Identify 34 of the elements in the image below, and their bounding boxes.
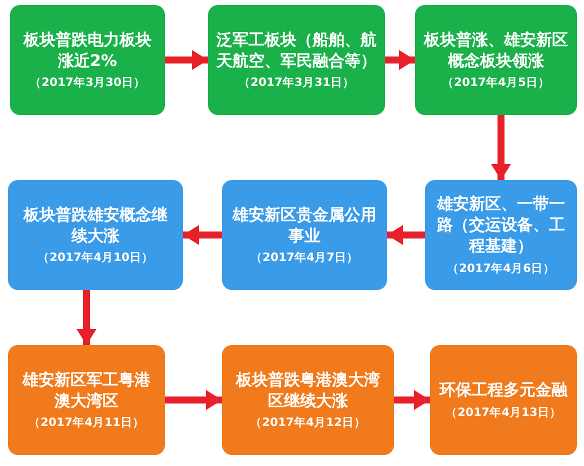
arrow [76,290,96,345]
step-box [430,345,577,455]
step-title: 板块普跌电力板块涨近2% [22,30,152,72]
step-box [10,5,165,115]
date-text: （2017年4月5日） [442,75,550,90]
date-text: （2017年4月6日） [446,260,555,276]
arrow [387,225,425,245]
arrow [385,50,415,70]
date-text: （2017年4月7日） [250,250,358,266]
step-box [415,5,577,115]
arrow [183,225,222,245]
step-box [8,180,183,290]
step-title: 雄安新区贵金属公用事业 [231,204,378,246]
step-title: 泛军工板块（船舶、航天航空、军民融合等） [216,30,377,72]
step-title: 雄安新区、一带一路（交运设备、工程基建） [436,194,566,257]
date-text: （2017年4月10日） [37,250,154,266]
step-title: 雄安新区军工粤港澳大湾区 [21,370,152,412]
step-box [222,345,394,455]
step-title: 板块普跌粤港澳大湾区继续大涨 [234,370,381,412]
date-text: （2017年3月30日） [29,75,146,90]
step-box [208,5,385,115]
arrow [165,50,208,70]
step-box [8,345,165,455]
date-text: （2017年4月12日） [250,415,366,430]
step-box [425,180,577,290]
arrow [165,390,222,410]
step-title: 环保工程多元金融 [440,380,568,401]
date-text: （2017年4月13日） [445,404,562,420]
step-box [222,180,387,290]
arrow [491,115,511,180]
date-text: （2017年3月31日） [238,75,354,90]
step-title: 板块普跌雄安概念继续大涨 [22,204,168,246]
step-title: 板块普涨、雄安新区概念板块领涨 [423,30,569,72]
date-text: （2017年4月11日） [28,415,144,430]
